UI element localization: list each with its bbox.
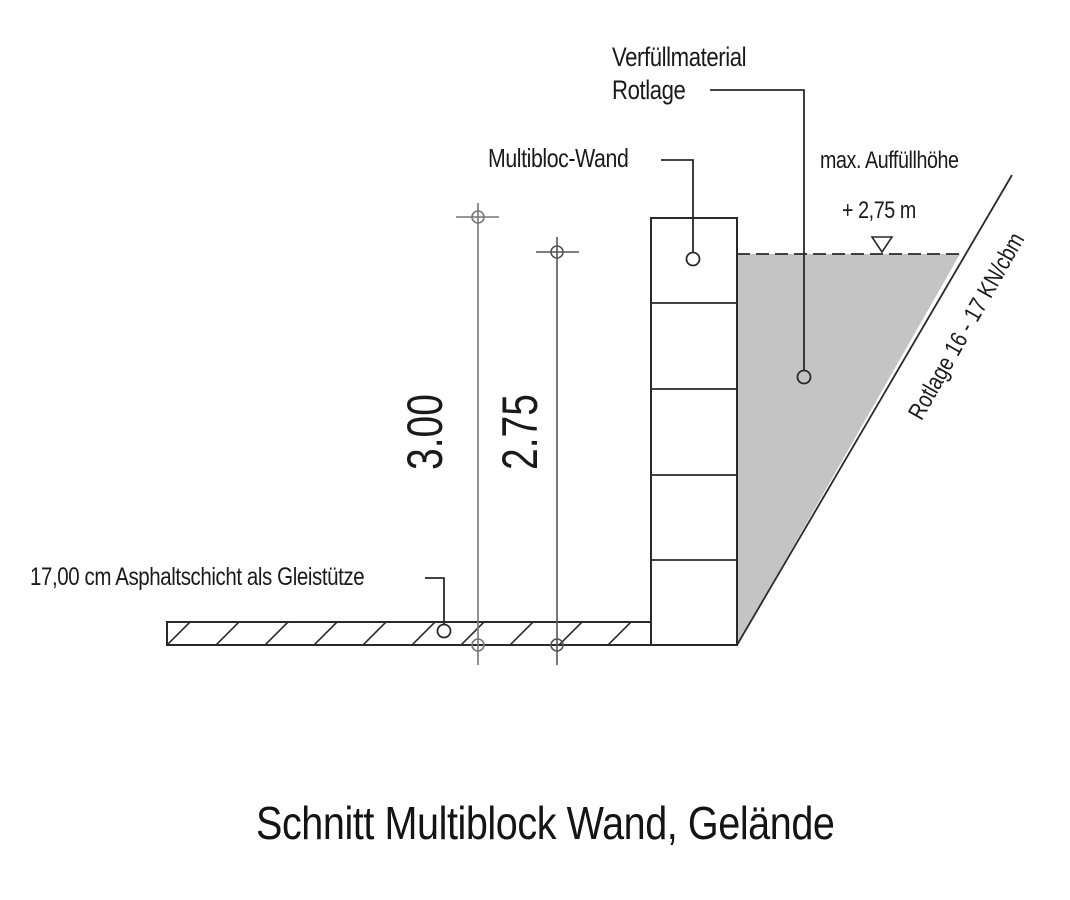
leader-asphalt: [425, 577, 452, 639]
diagram-title: Schnitt Multiblock Wand, Gelände: [256, 797, 835, 849]
multibloc-wall: [650, 217, 738, 646]
label-asphalt: 17,00 cm Asphaltschicht als Gleistütze: [30, 563, 365, 591]
label-fill-material: Verfüllmaterial: [612, 42, 747, 72]
leader-fill-material: [710, 89, 812, 385]
label-max-fill-height-value: + 2,75 m: [842, 197, 916, 224]
label-fill-material-type: Rotlage: [612, 75, 686, 105]
dimension-line-3-00: [456, 203, 499, 665]
label-max-fill-height: max. Auffüllhöhe: [820, 147, 959, 174]
label-wall: Multibloc-Wand: [488, 143, 629, 173]
dimension-line-2-75: [536, 237, 579, 665]
fill-material-area: [737, 254, 960, 645]
slope-line: [736, 174, 1013, 646]
asphalt-slab: [166, 621, 652, 646]
level-marker-icon: [870, 236, 894, 254]
dimension-label-3-00: 3.00: [397, 394, 453, 470]
dimension-label-2-75: 2.75: [492, 394, 548, 470]
leader-wall: [661, 159, 701, 267]
